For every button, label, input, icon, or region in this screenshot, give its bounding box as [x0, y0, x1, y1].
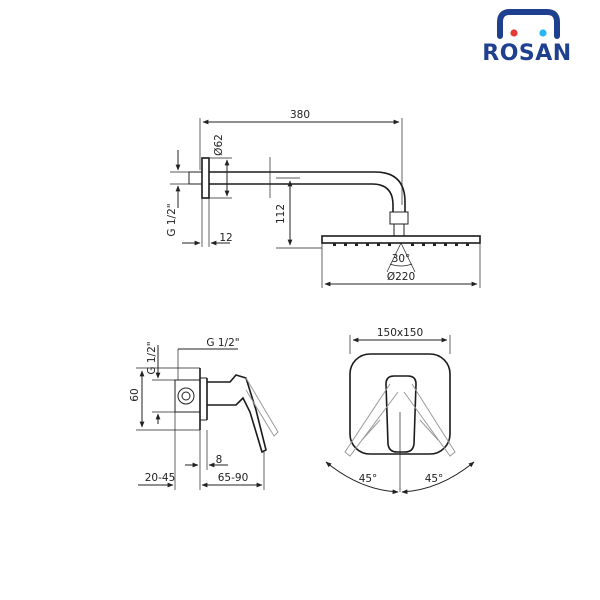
- mixer-thread-top-dimension: G 1/2": [206, 337, 239, 349]
- handle-motion-ghost: [245, 377, 279, 437]
- logo-faucet-arch-icon: [497, 9, 560, 39]
- depth-range-dimension: 20-45: [145, 472, 176, 484]
- handle-range-dimension: 65-90: [218, 472, 249, 484]
- logo-cyan-drop-icon: [539, 29, 547, 37]
- ball-joint: [389, 211, 409, 225]
- rosan-logo: ROSAN: [482, 9, 571, 66]
- mixer-side-drawing: G 1/2" G 1/2" 60 8 20-45 65-90: [129, 337, 279, 490]
- nozzle-row: [333, 243, 469, 246]
- flange-offset-dimension: 12: [219, 232, 232, 244]
- shower-head-disc: [321, 235, 481, 244]
- handle-ghost-right: [403, 383, 456, 457]
- mixer-front-drawing: 150x150 45° 45°: [325, 327, 475, 495]
- drop-height-dimension: 112: [275, 204, 287, 224]
- concealed-body: [174, 379, 201, 413]
- angle-right-dimension: 45°: [425, 473, 444, 485]
- thread-stub: [188, 171, 203, 185]
- mixer-height-dimension: 60: [129, 388, 141, 401]
- body-outlet: [177, 387, 195, 405]
- arm-length-dimension: 380: [290, 109, 310, 121]
- plate-size-dimension: 150x150: [377, 327, 423, 339]
- shower-head-drawing: 30° 380 Ø62 G 1/2" 12 112 Ø220: [166, 109, 481, 288]
- mixer-handle-front: [385, 375, 417, 453]
- shower-arm: [209, 171, 406, 212]
- angle-left-dimension: 45°: [359, 473, 378, 485]
- plate-thickness-dimension: 8: [216, 454, 223, 466]
- wall-flange: [201, 157, 210, 199]
- handle-ghost-left: [344, 383, 399, 457]
- mixer-handle-side: [207, 374, 267, 454]
- logo-red-drop-icon: [510, 29, 518, 37]
- flange-diameter-dimension: Ø62: [213, 134, 225, 156]
- mixer-thread-vertical-dimension: G 1/2": [146, 341, 158, 374]
- thread-dimension: G 1/2": [166, 203, 178, 236]
- logo-wordmark: ROSAN: [482, 41, 571, 66]
- spray-angle-label: 30°: [392, 253, 411, 265]
- head-diameter-dimension: Ø220: [387, 271, 415, 283]
